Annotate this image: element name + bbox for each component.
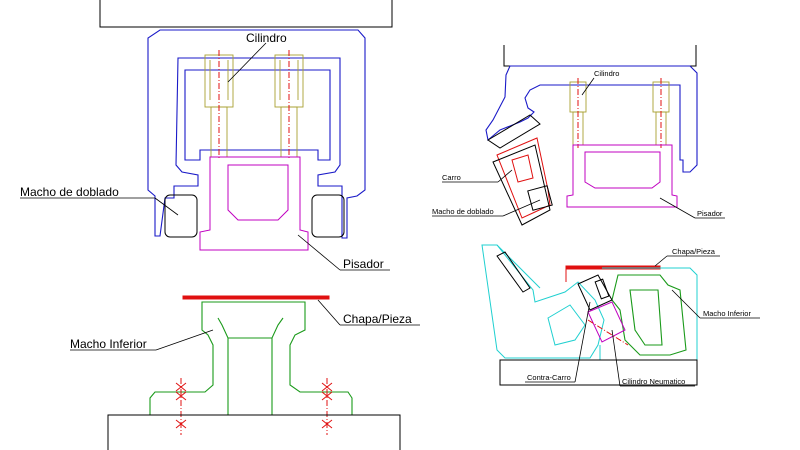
left-sheet bbox=[182, 295, 330, 300]
right-label-chapa-pieza: Chapa/Pieza bbox=[672, 247, 716, 256]
right-lower-die bbox=[611, 274, 687, 356]
right-carro-plate bbox=[487, 114, 541, 149]
right-cylinder-2 bbox=[652, 78, 670, 148]
left-press-ram bbox=[99, 0, 393, 28]
left-label-chapa-pieza: Chapa/Pieza bbox=[343, 312, 412, 326]
right-press-ram bbox=[503, 45, 697, 67]
right-label-macho-inferior: Macho Inferior bbox=[703, 309, 751, 318]
left-label-macho-de-doblado: Macho de doblado bbox=[20, 185, 119, 199]
right-label-carro: Carro bbox=[442, 173, 461, 182]
left-upper-die-inner bbox=[184, 69, 331, 161]
left-lower-die bbox=[149, 301, 353, 416]
left-cylinder-1 bbox=[204, 50, 234, 160]
left-lower-die-assembly: Chapa/Pieza Macho Inferior bbox=[70, 295, 420, 450]
left-bending-punch-left bbox=[164, 194, 198, 238]
left-pressure-pad bbox=[199, 156, 309, 251]
left-cylinder-2 bbox=[274, 50, 304, 160]
left-label-macho-inferior: Macho Inferior bbox=[70, 337, 147, 351]
right-label-cilindro-neumatico: Cilindro Neumatico bbox=[622, 377, 685, 386]
right-label-contra-carro: Contra-Carro bbox=[527, 373, 571, 382]
left-bolster bbox=[107, 414, 401, 450]
right-pressure-pad-inner bbox=[584, 151, 661, 189]
left-pressure-pad-inner bbox=[227, 164, 289, 221]
right-lower-cam-assembly: Chapa/Pieza Macho Inferior Contra-Carro … bbox=[481, 244, 760, 387]
right-bending-punch bbox=[527, 185, 553, 211]
right-upper-cam-assembly: Cilindro Carro Macho de doblado Pisador bbox=[432, 45, 725, 226]
right-cam-driver bbox=[481, 244, 605, 359]
right-pressure-pad bbox=[566, 144, 678, 208]
right-label-cilindro: Cilindro bbox=[594, 69, 619, 78]
left-bending-punch-right bbox=[311, 194, 345, 238]
right-cylinder-1 bbox=[569, 78, 587, 148]
left-upper-die-frame bbox=[147, 29, 366, 239]
right-cam-block bbox=[599, 267, 698, 361]
left-upper-die-assembly: Cilindro Macho de doblado Pisador bbox=[20, 0, 393, 271]
left-label-cilindro: Cilindro bbox=[246, 31, 287, 45]
right-carro bbox=[496, 137, 551, 219]
right-base bbox=[499, 359, 698, 386]
right-label-macho-de-doblado: Macho de doblado bbox=[432, 207, 494, 216]
right-upper-die-frame bbox=[485, 65, 698, 173]
right-label-pisador: Pisador bbox=[697, 209, 723, 218]
left-lower-die-inner bbox=[217, 317, 284, 415]
left-label-pisador: Pisador bbox=[343, 257, 384, 271]
right-contra-carro bbox=[577, 274, 613, 311]
